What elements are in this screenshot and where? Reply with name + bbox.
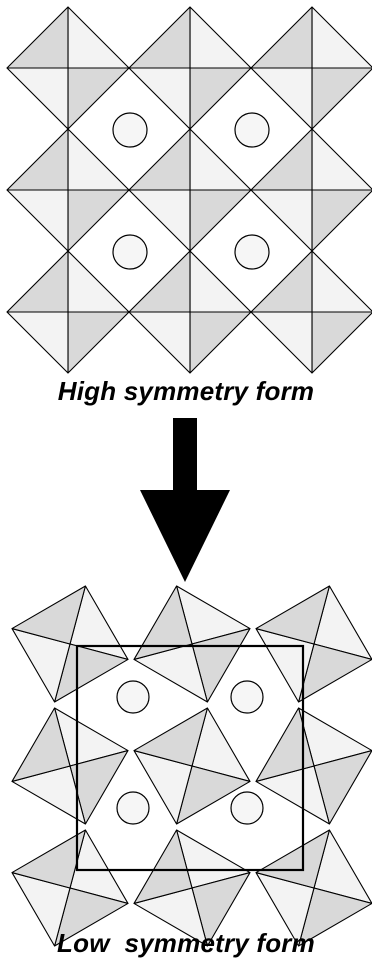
octahedron-face: [311, 189, 372, 252]
cation: [230, 680, 264, 714]
octahedron: [128, 250, 252, 374]
octahedron: [255, 829, 372, 947]
octahedron-face: [255, 585, 330, 645]
octahedron: [255, 585, 372, 703]
octahedron-face: [311, 128, 372, 191]
octahedron-face: [250, 311, 313, 374]
octahedron-face: [250, 250, 313, 313]
octahedron: [6, 128, 130, 252]
arrow-head: [140, 490, 230, 582]
octahedron-face: [255, 829, 330, 889]
octahedron-face: [311, 6, 372, 69]
octahedron: [250, 250, 372, 374]
octahedron-face: [11, 707, 71, 782]
octahedron-face: [6, 250, 69, 313]
cation: [116, 680, 150, 714]
down-arrow: [140, 418, 230, 582]
octahedron-face: [133, 829, 193, 904]
octahedron-face: [133, 707, 208, 767]
octahedron: [128, 6, 252, 130]
octahedron-face: [6, 67, 69, 130]
octahedron-face: [67, 6, 130, 69]
octahedron-face: [133, 585, 193, 660]
octahedron: [133, 585, 251, 703]
cation: [112, 112, 148, 148]
octahedron: [128, 128, 252, 252]
octahedron-face: [6, 189, 69, 252]
octahedron-face: [6, 6, 69, 69]
octahedron: [6, 250, 130, 374]
octahedron-face: [67, 311, 130, 374]
cation: [112, 234, 148, 270]
octahedron-face: [189, 311, 252, 374]
octahedron-face: [128, 6, 191, 69]
octahedron-face: [255, 707, 315, 782]
high-symmetry-caption: High symmetry form: [57, 376, 315, 406]
cation: [234, 112, 270, 148]
cation: [230, 791, 264, 825]
octahedron-face: [311, 250, 372, 313]
octahedron-face: [250, 128, 313, 191]
octahedron-face: [128, 128, 191, 191]
octahedron-face: [250, 6, 313, 69]
octahedron-face: [128, 250, 191, 313]
octahedron: [11, 585, 129, 703]
octahedron: [11, 707, 129, 825]
low-symmetry-structure: [11, 585, 372, 947]
octahedron: [255, 707, 372, 825]
octahedron-face: [189, 6, 252, 69]
octahedron-face: [128, 311, 191, 374]
cation: [116, 791, 150, 825]
octahedron: [6, 6, 130, 130]
octahedron: [133, 707, 251, 825]
high-symmetry-structure: [6, 6, 372, 374]
arrow-shaft: [173, 418, 197, 493]
octahedron: [250, 128, 372, 252]
octahedron-face: [311, 311, 372, 374]
cation: [234, 234, 270, 270]
octahedron-face: [311, 67, 372, 130]
octahedron-face: [11, 585, 86, 645]
octahedron: [250, 6, 372, 130]
octahedron-face: [6, 128, 69, 191]
low-symmetry-caption: Low symmetry form: [57, 928, 315, 958]
unit-cell-outline: [75, 644, 305, 872]
octahedron-face: [6, 311, 69, 374]
octahedron: [133, 829, 251, 947]
